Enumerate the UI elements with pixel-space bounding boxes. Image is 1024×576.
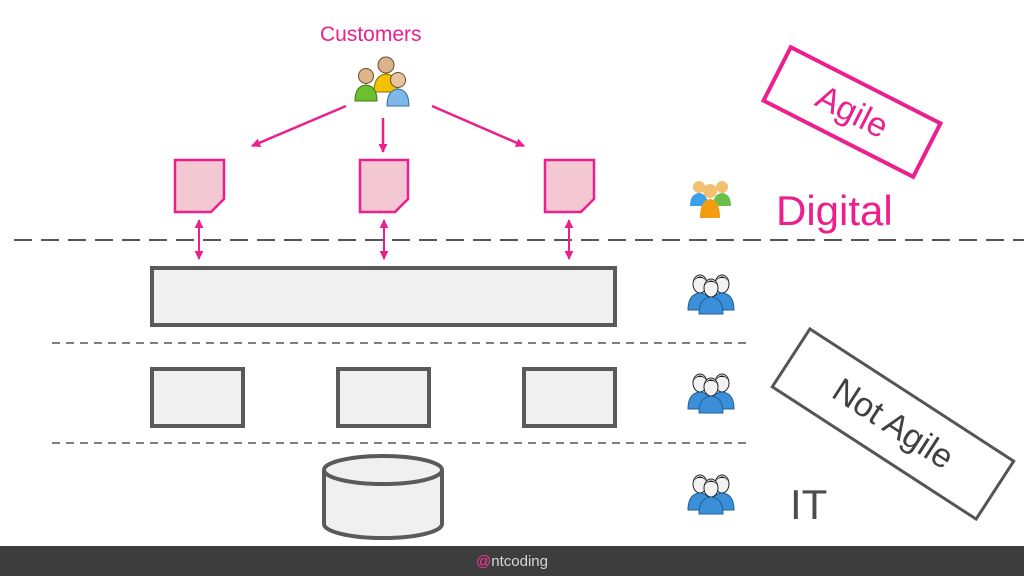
arrow-customers-left (251, 104, 347, 148)
service-box (336, 367, 431, 428)
shared-platform-box (150, 266, 617, 327)
arrow-customers-right (431, 104, 525, 148)
customers-group-icon (354, 56, 410, 107)
handle-name: ntcoding (491, 552, 548, 570)
it-label: IT (790, 481, 828, 528)
digital-product-document (358, 158, 410, 214)
digital-label: Digital (776, 187, 893, 234)
it-team-icon (687, 274, 735, 315)
digital-product-document (543, 158, 596, 214)
it-team-icon (687, 474, 735, 515)
database-cylinder (322, 454, 444, 540)
digital-team-icon (690, 181, 731, 218)
footer-bar: @ntcoding (0, 546, 1024, 576)
it-team-icon (687, 373, 735, 414)
service-box (150, 367, 245, 428)
customers-label: Customers (320, 23, 422, 46)
at-sign: @ (476, 552, 492, 570)
digital-product-document (173, 158, 226, 214)
service-box (522, 367, 617, 428)
author-handle: @ntcoding (476, 553, 548, 570)
